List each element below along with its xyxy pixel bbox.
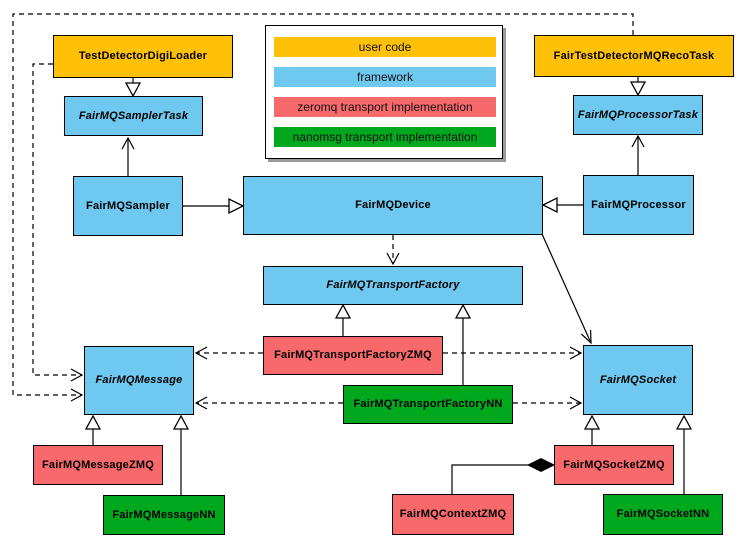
- legend-item-nanomsg: nanomsg transport implementation: [274, 127, 496, 147]
- legend-item-zeromq: zeromq transport implementation: [274, 97, 496, 117]
- node-label: FairMQTransportFactoryNN: [353, 398, 503, 411]
- node-label: FairMQTransportFactory: [326, 279, 460, 292]
- node-label: FairMQSocketNN: [616, 508, 710, 521]
- edge-tfnn-transportfactory: [454, 303, 472, 385]
- edge-socketnn-socket: [675, 414, 693, 494]
- edge-processor-processortask: [631, 134, 645, 175]
- node-fairmqsamplertask: FairMQSamplerTask: [64, 96, 203, 136]
- edge-messagenn-message: [172, 414, 190, 495]
- node-label: FairMQProcessor: [591, 198, 686, 211]
- edge-socketzmq-socket: [583, 414, 601, 445]
- node-label: FairMQSamplerTask: [78, 109, 189, 122]
- edge-processor-device: [541, 196, 583, 214]
- legend-item-user-code: user code: [274, 37, 496, 57]
- edge-tfnn-socket: [513, 396, 583, 410]
- node-label: FairMQSampler: [86, 199, 170, 212]
- node-fairmqtransportfactory: FairMQTransportFactory: [263, 266, 523, 305]
- node-label: FairMQProcessorTask: [577, 108, 699, 121]
- node-fairmqprocessor: FairMQProcessor: [583, 175, 694, 235]
- edge-digiloader-samplertask: [124, 78, 142, 98]
- edge-sampler-device: [183, 197, 245, 215]
- node-fairmqtransportfactoryzmq: FairMQTransportFactoryZMQ: [263, 336, 443, 375]
- node-fairmqsocket: FairMQSocket: [583, 345, 693, 415]
- node-fairmqsocketnn: FairMQSocketNN: [603, 494, 723, 535]
- edge-recotask-processortask: [629, 77, 647, 97]
- node-label: FairMQSocket: [599, 373, 677, 386]
- node-label: FairMQDevice: [355, 199, 431, 212]
- edge-sampler-samplertask: [121, 136, 135, 176]
- node-fairmqsampler: FairMQSampler: [73, 176, 183, 236]
- node-label: FairMQMessageZMQ: [41, 458, 154, 471]
- edge-recotask-message: [12, 13, 634, 402]
- node-fairmqsocketzmq: FairMQSocketZMQ: [554, 445, 674, 485]
- node-label: FairMQContextZMQ: [399, 508, 507, 521]
- node-label: FairMQMessage: [95, 374, 183, 387]
- node-label: FairMQMessageNN: [112, 508, 216, 521]
- legend: user code framework zeromq transport imp…: [265, 25, 503, 159]
- edge-contextzmq-socketzmq: [451, 457, 556, 494]
- edge-tfnn-message: [194, 396, 343, 410]
- node-testdetectordigiloader: TestDetectorDigiLoader: [53, 35, 233, 78]
- node-fairmqcontextzmq: FairMQContextZMQ: [392, 494, 514, 535]
- legend-item-framework: framework: [274, 67, 496, 87]
- edge-tfzmq-message: [194, 346, 263, 360]
- node-fairtestdetectormqrecotask: FairTestDetectorMQRecoTask: [534, 35, 734, 77]
- node-fairmqmessagenn: FairMQMessageNN: [103, 495, 225, 535]
- node-fairmqmessagezmq: FairMQMessageZMQ: [33, 445, 163, 485]
- node-fairmqtransportfactorynn: FairMQTransportFactoryNN: [343, 385, 513, 424]
- edge-device-transportfactory: [386, 235, 400, 266]
- edge-digiloader-message: [32, 63, 84, 382]
- edge-tfzmq-socket: [443, 346, 583, 360]
- node-label: FairMQTransportFactoryZMQ: [274, 349, 432, 362]
- edge-messagezmq-message: [84, 414, 102, 445]
- node-label: FairMQSocketZMQ: [563, 458, 665, 471]
- node-fairmqprocessortask: FairMQProcessorTask: [573, 95, 703, 135]
- node-fairmqdevice: FairMQDevice: [243, 176, 543, 235]
- edge-device-socket: [541, 233, 592, 345]
- node-fairmqmessage: FairMQMessage: [84, 346, 194, 415]
- node-label: TestDetectorDigiLoader: [78, 50, 208, 63]
- edge-tfzmq-transportfactory: [334, 303, 352, 336]
- node-label: FairTestDetectorMQRecoTask: [553, 49, 715, 62]
